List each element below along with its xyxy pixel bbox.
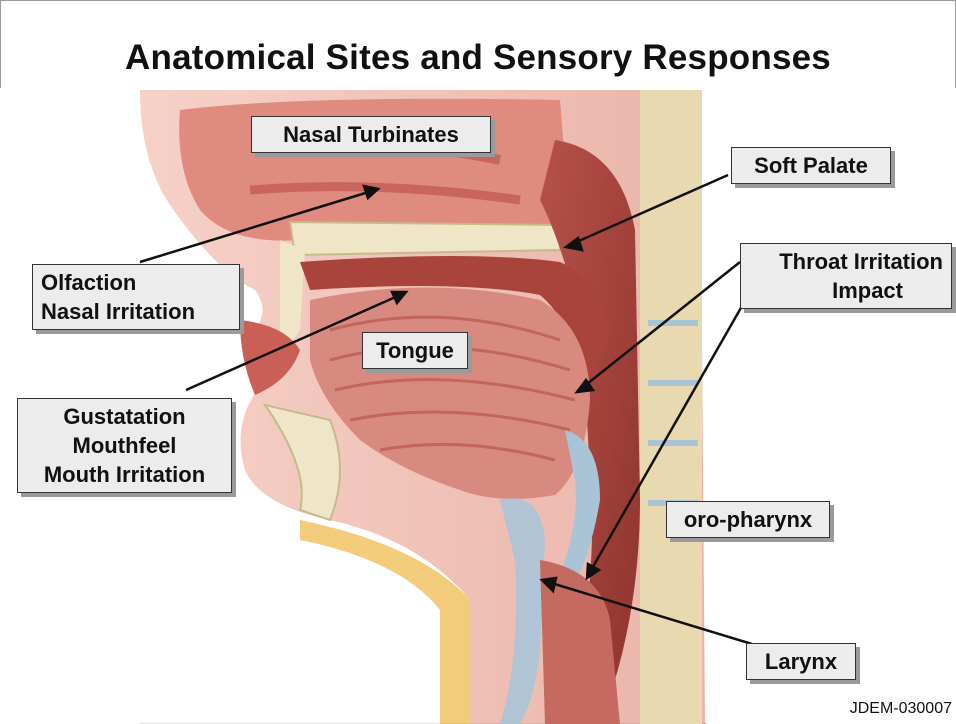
label-tongue: Tongue	[362, 332, 468, 369]
label-larynx: Larynx	[746, 643, 856, 680]
label-throat-irritation: Throat Irritation Impact	[740, 243, 952, 309]
spine	[640, 90, 702, 724]
label-oro-pharynx: oro-pharynx	[666, 501, 830, 538]
label-soft-palate: Soft Palate	[731, 147, 891, 184]
hard-palate	[290, 222, 560, 255]
label-gustatation: Gustatation Mouthfeel Mouth Irritation	[17, 398, 232, 493]
label-nasal-turbinates: Nasal Turbinates	[251, 116, 491, 153]
label-olfaction: Olfaction Nasal Irritation	[32, 264, 240, 330]
figure-code: JDEM-030007	[850, 700, 952, 718]
